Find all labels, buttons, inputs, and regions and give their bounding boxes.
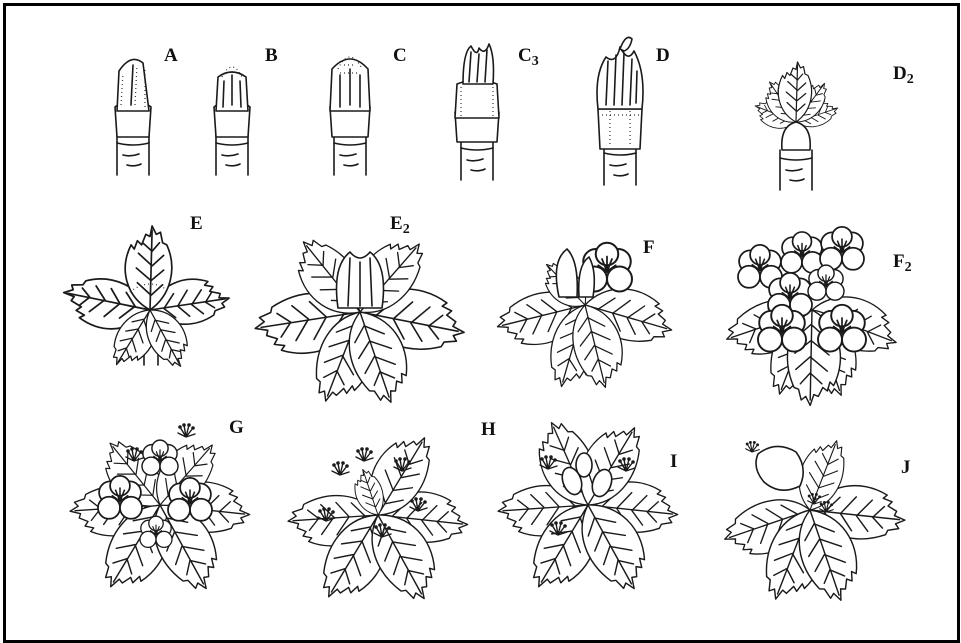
stage-c3-drawing	[455, 44, 499, 180]
stage-label-e2: E2	[390, 214, 410, 237]
stage-label-d2: D2	[893, 64, 914, 87]
stage-label-c3: C3	[518, 46, 539, 69]
stage-c-drawing	[330, 57, 370, 175]
stage-a-drawing	[115, 59, 151, 175]
stage-label-j: J	[901, 458, 911, 481]
stage-d2-drawing	[750, 62, 841, 190]
stage-i-drawing	[496, 414, 680, 602]
stage-h-drawing	[286, 424, 470, 612]
stage-f-drawing	[492, 243, 679, 394]
stage-g-drawing	[68, 423, 252, 602]
stage-e2-drawing	[251, 226, 470, 412]
stage-label-d: D	[656, 46, 670, 69]
stage-label-h: H	[481, 420, 496, 443]
stage-j-drawing	[717, 433, 907, 610]
stage-label-f: F	[643, 238, 655, 261]
stage-label-f2: F2	[893, 252, 912, 275]
stage-label-i: I	[670, 452, 677, 475]
stage-f2-drawing	[719, 227, 905, 406]
stage-b-drawing	[214, 67, 250, 175]
stage-label-b: B	[265, 46, 278, 69]
stage-d-drawing	[597, 37, 643, 185]
stage-label-c: C	[393, 46, 407, 69]
stage-label-g: G	[229, 418, 244, 441]
stage-label-a: A	[164, 46, 178, 69]
stage-label-e: E	[190, 214, 203, 237]
stage-e-drawing	[59, 226, 233, 375]
